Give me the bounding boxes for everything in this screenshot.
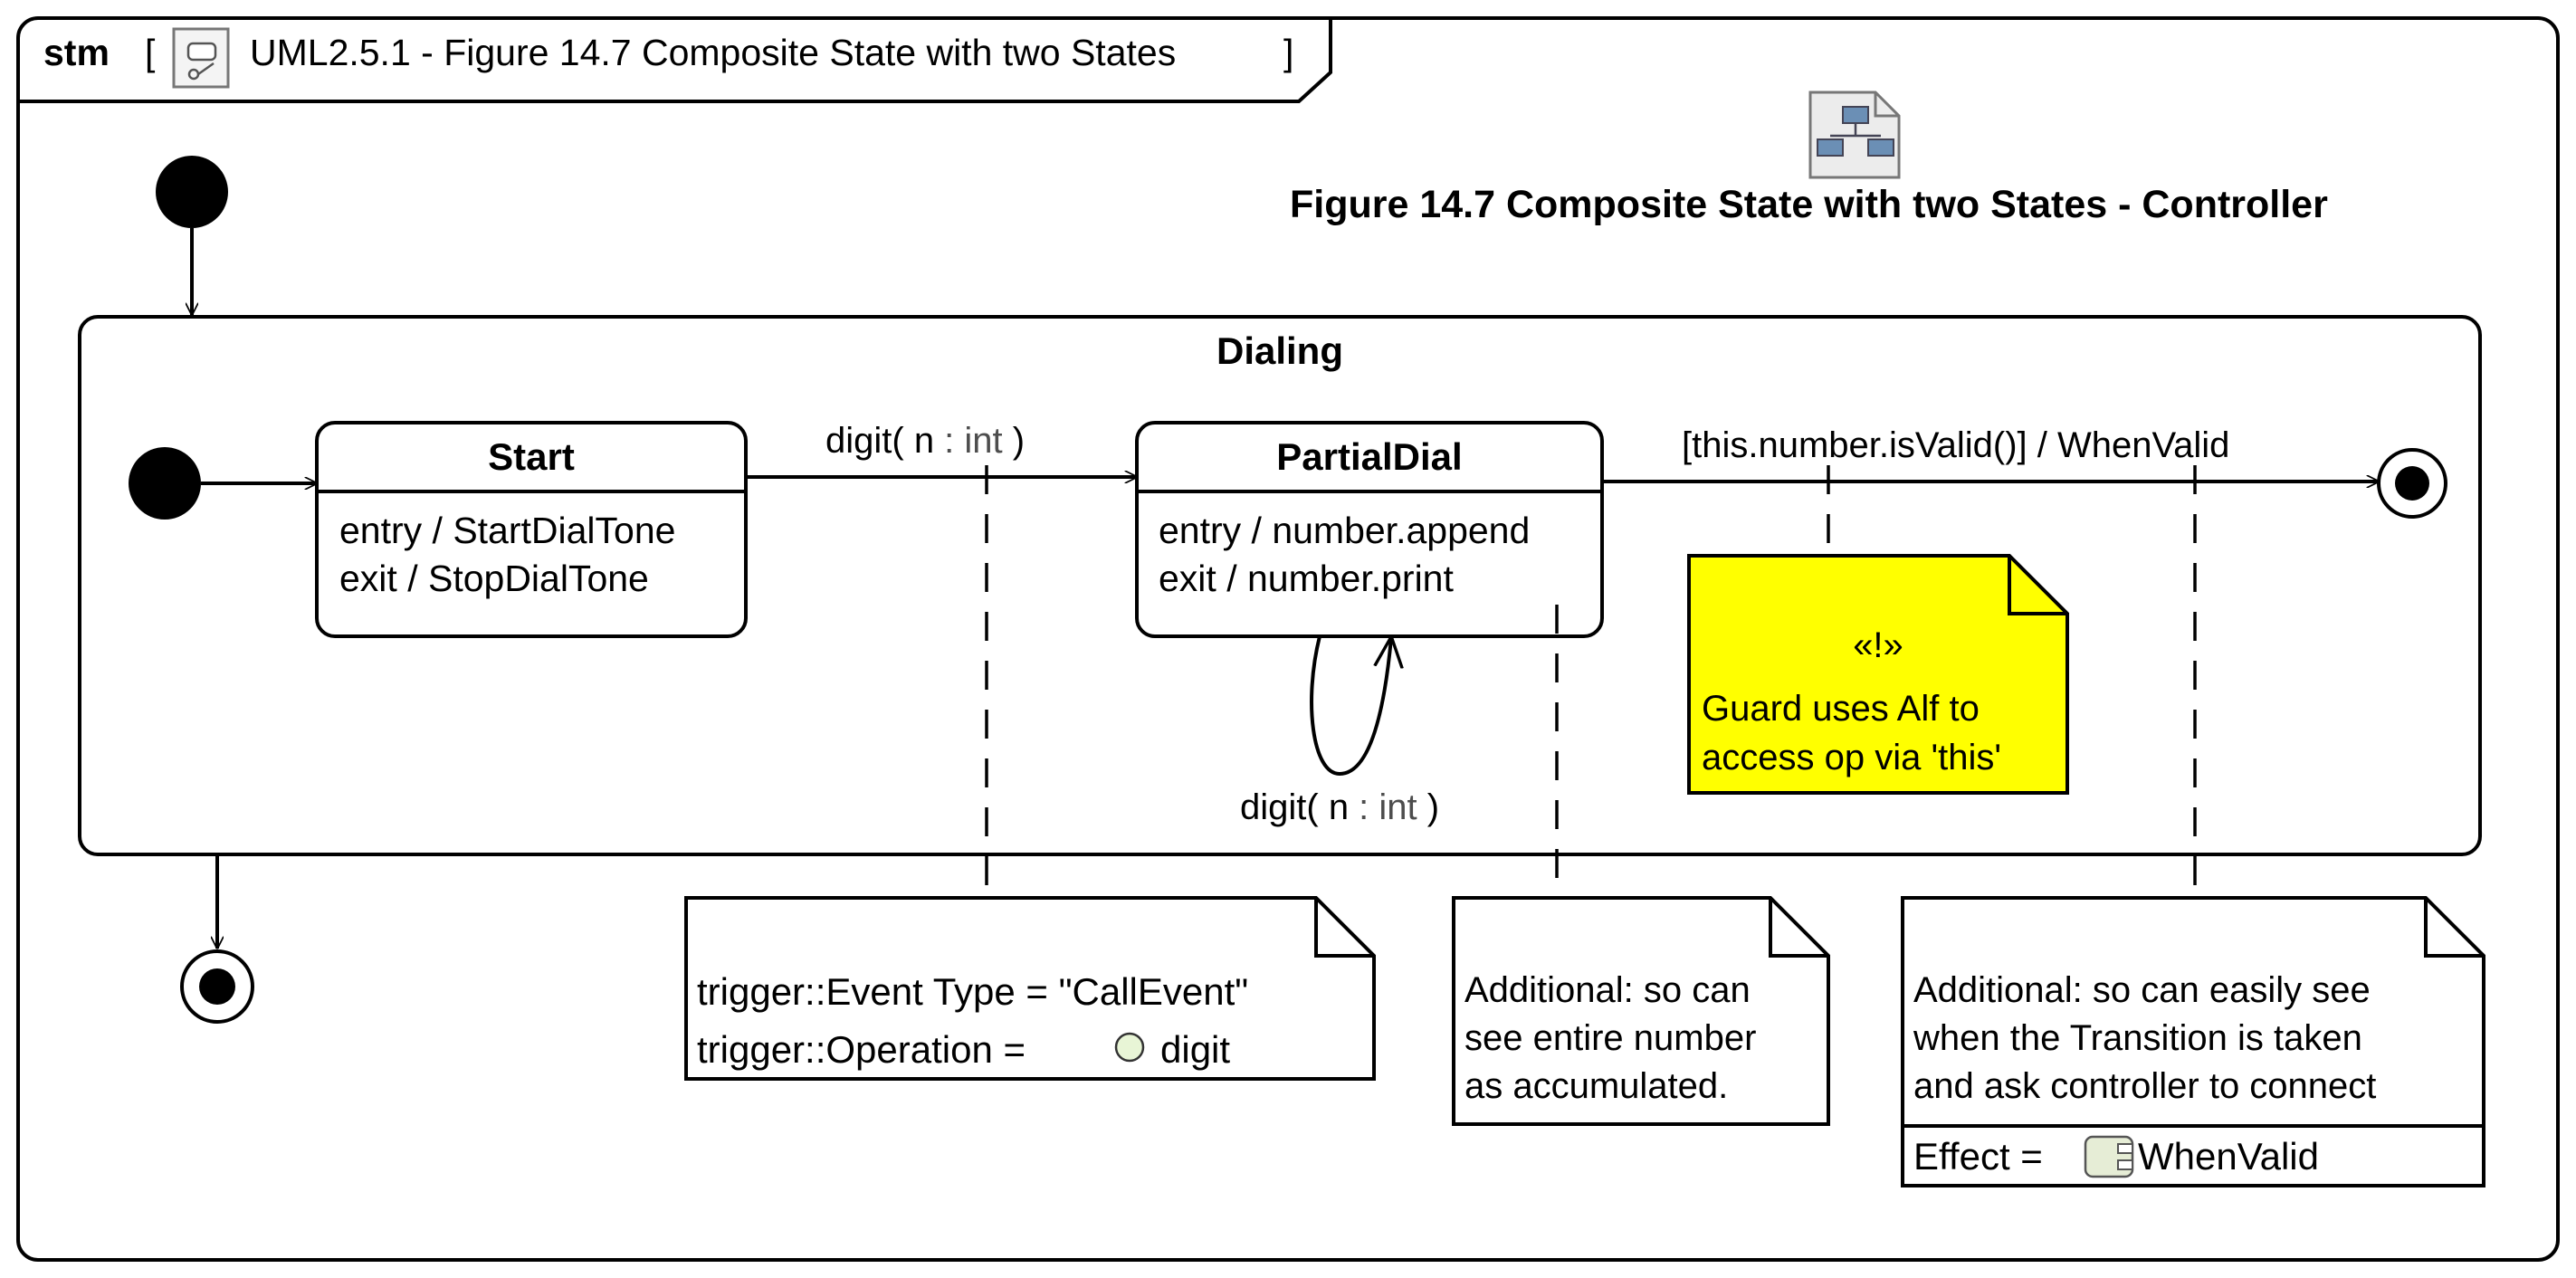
state-start-name: Start — [488, 435, 575, 478]
note-trigger[interactable] — [684, 896, 1376, 1081]
note-additional-number-line2: see entire number — [1465, 1018, 1756, 1058]
composite-state-name: Dialing — [1216, 329, 1343, 372]
note-additional-transition-line2: when the Transition is taken — [1913, 1018, 2362, 1058]
note-trigger-line1: trigger::Event Type = "CallEvent" — [697, 970, 1248, 1013]
note-guard-line1: Guard uses Alf to — [1702, 689, 1980, 729]
note-additional-transition[interactable] — [1901, 896, 2485, 1187]
note-effect-value: WhenValid — [2138, 1135, 2319, 1178]
state-start[interactable] — [315, 421, 748, 638]
state-start-exit: exit / StopDialTone — [339, 558, 649, 599]
transition-partialdial-self-loop[interactable] — [1310, 636, 1391, 777]
hierarchy-diagram-icon — [1808, 91, 1901, 179]
note-additional-number-line3: as accumulated. — [1465, 1066, 1728, 1106]
state-partialdial-exit: exit / number.print — [1159, 558, 1454, 599]
diagram-frame — [16, 16, 2560, 1262]
note-additional-number-line1: Additional: so can — [1465, 970, 1751, 1010]
activity-component-icon — [2084, 1135, 2134, 1178]
frame-open-bracket: [ — [145, 32, 156, 73]
outer-final-state — [180, 949, 254, 1024]
note-additional-transition-fold — [2424, 898, 2484, 958]
state-partialdial-name: PartialDial — [1276, 435, 1462, 478]
transition-final-label: [this.number.isValid()] / WhenValid — [1682, 425, 2229, 465]
note-additional-number-fold — [1769, 898, 1828, 958]
state-machine-icon — [172, 27, 230, 89]
note-guard-stereotype: «!» — [1853, 625, 1903, 665]
inner-final-state — [2377, 448, 2447, 519]
operation-circle-icon — [1114, 1032, 1145, 1063]
inner-initial-state — [129, 447, 201, 520]
frame-title: UML2.5.1 - Figure 14.7 Composite State w… — [250, 32, 1176, 73]
state-partialdial-entry: entry / number.append — [1159, 510, 1530, 551]
state-partialdial[interactable] — [1135, 421, 1604, 638]
frame-kind: stm — [43, 32, 110, 73]
note-additional-number[interactable] — [1452, 896, 1830, 1126]
frame-header-tab — [18, 18, 1332, 103]
transition-start-label: digit( n : int ) — [825, 421, 1025, 461]
note-trigger-line2-prefix: trigger::Operation = — [697, 1028, 1026, 1071]
note-guard-fold — [2008, 556, 2067, 615]
frame-close-bracket: ] — [1283, 32, 1293, 73]
note-additional-transition-line3: and ask controller to connect — [1913, 1066, 2376, 1106]
note-effect-label: Effect = — [1913, 1135, 2043, 1178]
outer-initial-state — [156, 156, 228, 228]
note-guard[interactable] — [1687, 554, 2069, 795]
note-guard-line2: access op via 'this' — [1702, 738, 2001, 777]
diagram-title: Figure 14.7 Composite State with two Sta… — [1290, 183, 2328, 226]
note-trigger-fold — [1314, 898, 1374, 958]
state-start-entry: entry / StartDialTone — [339, 510, 675, 551]
note-trigger-line2-value: digit — [1160, 1028, 1230, 1071]
self-loop-label: digit( n : int ) — [1240, 787, 1439, 827]
note-additional-transition-line1: Additional: so can easily see — [1913, 970, 2371, 1010]
